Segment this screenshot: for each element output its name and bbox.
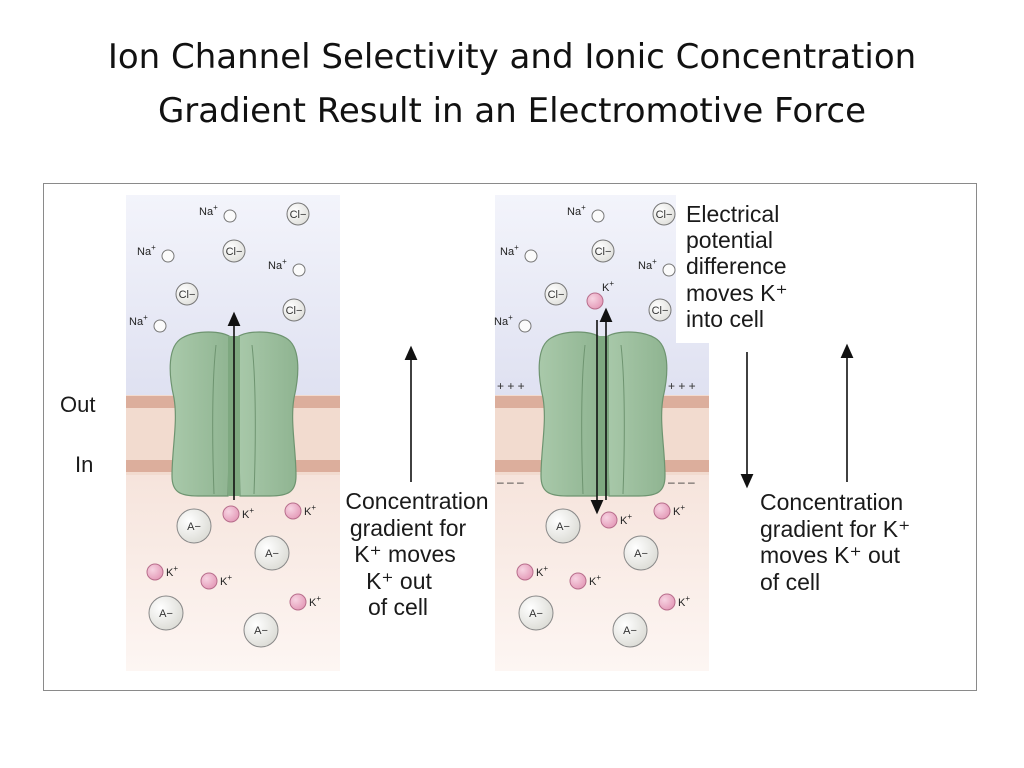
left-caption-line: of cell <box>368 594 428 620</box>
sodium-ion <box>591 209 605 223</box>
sodium-ion <box>518 319 532 333</box>
electrical-caption: Electrical potential difference moves K⁺… <box>686 201 788 332</box>
right-caption-line: Concentration <box>760 489 903 515</box>
ions-layer: Na+Cl−Na+Cl−Na+Cl−Cl−Na+A−K+K+A−K+K+A−K+… <box>129 202 690 648</box>
anion <box>545 508 581 544</box>
chloride-ion-label: Cl− <box>286 305 303 317</box>
left-caption: Concentration gradient for K⁺ moves K⁺ o… <box>345 488 488 620</box>
anion-label: A− <box>634 548 648 560</box>
right-concentration-caption: Concentration gradient for K⁺ moves K⁺ o… <box>760 489 910 595</box>
sodium-ion <box>662 263 676 277</box>
left-caption-line: gradient for <box>350 515 467 541</box>
potassium-ion <box>658 593 676 611</box>
anion-label: A− <box>623 625 637 637</box>
potassium-ion <box>284 502 302 520</box>
potassium-ion <box>222 505 240 523</box>
right-panel <box>495 195 826 671</box>
in-label: In <box>75 452 93 477</box>
anion <box>176 508 212 544</box>
potassium-ion <box>516 563 534 581</box>
anion-label: A− <box>265 548 279 560</box>
electrical-caption-line: into cell <box>686 306 764 332</box>
chloride-ion <box>544 282 568 306</box>
sodium-ion <box>153 319 167 333</box>
negative-charges-right: – – – <box>668 475 695 489</box>
anion <box>148 595 184 631</box>
negative-charges-left: – – – <box>497 475 524 489</box>
potassium-ion <box>569 572 587 590</box>
electrical-caption-line: difference <box>686 253 787 279</box>
sodium-ion <box>161 249 175 263</box>
potassium-ion <box>653 502 671 520</box>
potassium-ion <box>289 593 307 611</box>
chloride-ion-label: Cl− <box>179 289 196 301</box>
potassium-ion <box>146 563 164 581</box>
chloride-ion <box>591 239 615 263</box>
title-line-1: Ion Channel Selectivity and Ionic Concen… <box>107 37 917 77</box>
chloride-ion <box>175 282 199 306</box>
positive-charges-right: + + + <box>668 379 696 393</box>
title-line-2: Gradient Result in an Electromotive Forc… <box>157 91 867 131</box>
electrical-caption-line: potential <box>686 227 773 253</box>
electrical-caption-line: Electrical <box>686 201 779 227</box>
chloride-ion-label: Cl− <box>656 209 673 221</box>
anion <box>623 535 659 571</box>
anion <box>518 595 554 631</box>
caption-backdrop <box>676 195 826 343</box>
right-caption-line: moves K⁺ out <box>760 542 901 568</box>
right-ion-channel <box>538 331 668 497</box>
anion-label: A− <box>556 521 570 533</box>
anion-label: A− <box>254 625 268 637</box>
chloride-ion <box>222 239 246 263</box>
left-caption-line: K⁺ moves <box>354 541 456 567</box>
right-caption-line: gradient for K⁺ <box>760 516 910 542</box>
chloride-ion-label: Cl− <box>652 305 669 317</box>
electrical-caption-line: moves K⁺ <box>686 280 788 306</box>
chloride-ion-label: Cl− <box>290 209 307 221</box>
right-caption-line: of cell <box>760 569 820 595</box>
left-caption-line: Concentration <box>345 488 488 514</box>
chloride-ion <box>648 298 672 322</box>
sodium-ion <box>524 249 538 263</box>
left-caption-line: K⁺ out <box>366 568 432 594</box>
slide-title: Ion Channel Selectivity and Ionic Concen… <box>0 30 1024 138</box>
chloride-ion <box>652 202 676 226</box>
anion <box>254 535 290 571</box>
potassium-ion <box>600 511 618 529</box>
potassium-ion <box>586 292 604 310</box>
anion-label: A− <box>159 608 173 620</box>
chloride-ion <box>286 202 310 226</box>
sodium-ion <box>223 209 237 223</box>
positive-charges-left: + + + <box>497 379 525 393</box>
chloride-ion <box>282 298 306 322</box>
chloride-ion-label: Cl− <box>226 246 243 258</box>
anion-label: A− <box>529 608 543 620</box>
out-label: Out <box>60 392 95 417</box>
anion <box>243 612 279 648</box>
sodium-ion <box>292 263 306 277</box>
potassium-ion <box>200 572 218 590</box>
chloride-ion-label: Cl− <box>595 246 612 258</box>
anion <box>612 612 648 648</box>
anion-label: A− <box>187 521 201 533</box>
chloride-ion-label: Cl− <box>548 289 565 301</box>
